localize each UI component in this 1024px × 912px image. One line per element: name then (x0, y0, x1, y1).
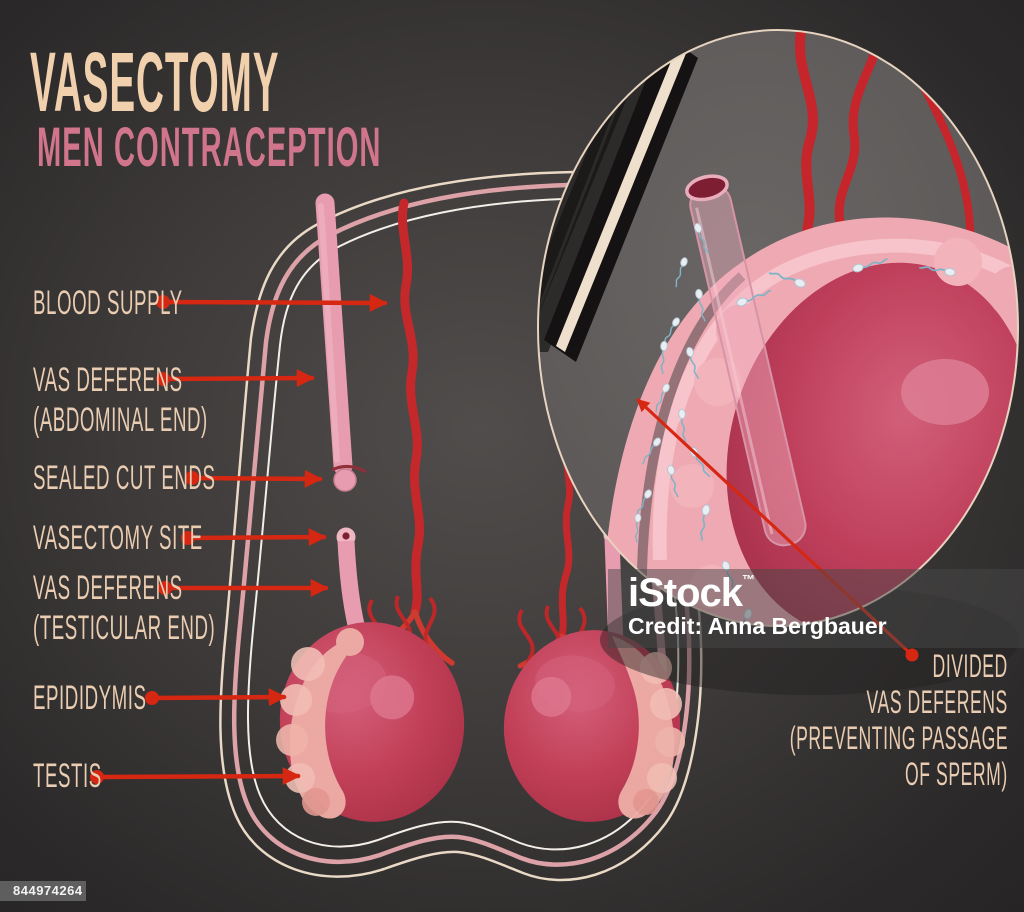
sealed-end-knot (333, 468, 357, 492)
severed-vas-tube (685, 174, 807, 547)
arrow-epididymis (145, 688, 287, 707)
arrow-vas-abdominal (156, 369, 315, 388)
arrow-blood-supply (156, 293, 388, 312)
label-vas-deferens-abdominal-2: (ABDOMINAL END) (33, 401, 208, 439)
arrow-vas-testicular (158, 579, 329, 597)
label-divided-vas-2: VAS DEFERENS (866, 684, 1008, 720)
label-vas-deferens-testicular-2: (TESTICULAR END) (33, 609, 216, 647)
label-vas-deferens-abdominal: VAS DEFERENS (33, 361, 183, 399)
istock-watermark: iStock™ Credit: Anna Bergbauer (608, 569, 1024, 648)
label-testis: TESTIS (33, 757, 102, 795)
istock-logo: iStock™ (628, 571, 755, 615)
arrow-vasectomy-site (181, 528, 327, 547)
ligature-mark (331, 465, 367, 474)
label-divided-vas-3: (PREVENTING PASSAGE (789, 720, 1008, 756)
label-vas-deferens-testicular: VAS DEFERENS (33, 569, 183, 607)
label-divided-vas-1: DIVIDED (932, 648, 1008, 684)
tube-opening (685, 174, 729, 202)
label-epididymis: EPIDIDYMIS (33, 679, 147, 717)
arrow-testis (90, 767, 301, 786)
label-blood-supply: BLOOD SUPPLY (33, 284, 183, 322)
trademark-symbol: ™ (742, 572, 755, 587)
label-vasectomy-site: VASECTOMY SITE (33, 519, 203, 557)
arrow-sealed-cut-ends (185, 469, 323, 488)
image-id-badge: 844974264 (0, 881, 86, 901)
label-sealed-cut-ends: SEALED CUT ENDS (33, 459, 216, 497)
watermark-credit: Credit: Anna Bergbauer (628, 613, 887, 639)
inset-magnifier-circle (537, 29, 1019, 627)
page-subtitle: MEN CONTRACEPTION (37, 115, 382, 178)
label-divided-vas-4: OF SPERM) (905, 756, 1008, 792)
page-title: VASECTOMY (30, 35, 280, 129)
epididymis-right (612, 636, 685, 819)
